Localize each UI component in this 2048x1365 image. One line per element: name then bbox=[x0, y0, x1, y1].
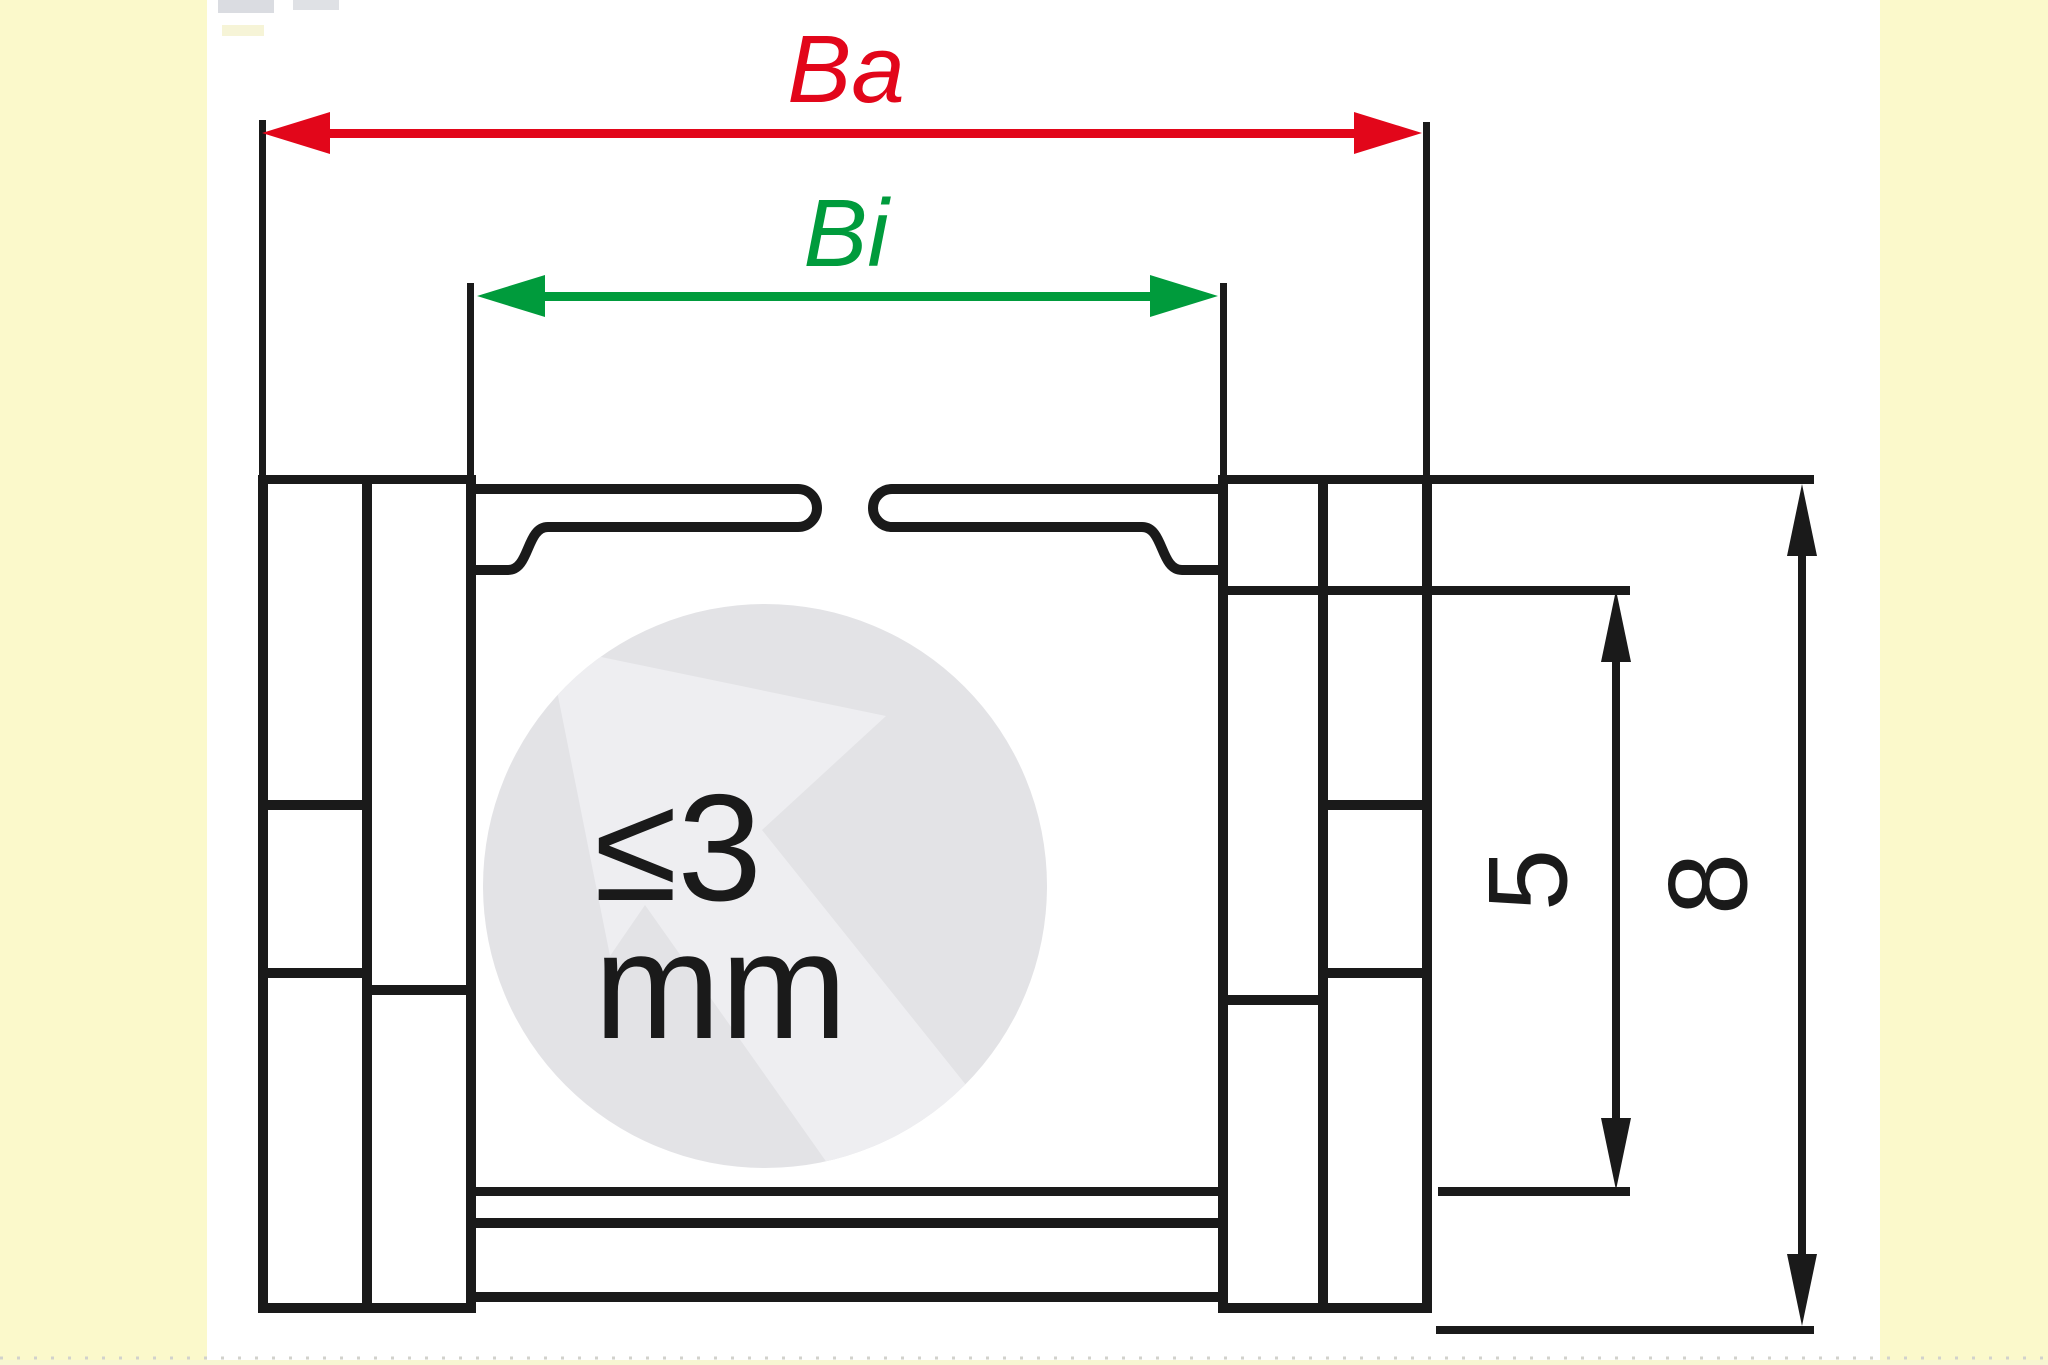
dim-line-ba bbox=[326, 129, 1358, 138]
ext-line-outer-right bbox=[1423, 122, 1430, 475]
right-inner-cell-divider bbox=[1228, 995, 1318, 1005]
ext-line-inner-bottom bbox=[1438, 1187, 1630, 1196]
arrowhead-left-icon bbox=[477, 275, 545, 317]
right-plate-divider bbox=[1318, 475, 1328, 1313]
ext-line-outer-bottom bbox=[1436, 1326, 1814, 1334]
dim-outer-height: 8 bbox=[1646, 484, 1817, 1326]
left-outer-cell-divider-2 bbox=[268, 968, 362, 978]
label-5: 5 bbox=[1466, 849, 1591, 911]
watermark-arrow-icon bbox=[548, 646, 1010, 1168]
right-bracket-division-and-ext bbox=[1218, 586, 1630, 595]
arrowhead-down-icon bbox=[1601, 1118, 1631, 1190]
left-outer-plate-outer-edge bbox=[258, 475, 268, 1313]
label-ba: Ba bbox=[787, 16, 904, 123]
bottom-crossbar-top-line bbox=[476, 1187, 1218, 1196]
top-edge-artifacts bbox=[218, 0, 339, 36]
top-crossbar-right-tongue bbox=[868, 484, 1220, 575]
dim-outer-width: Ba bbox=[262, 16, 1422, 154]
arrowhead-up-icon bbox=[1601, 590, 1631, 662]
artifact-mark bbox=[218, 0, 274, 13]
dim-inner-width: Bi bbox=[477, 180, 1218, 317]
right-outer-cell-divider-1 bbox=[1328, 800, 1422, 810]
right-outer-cell-divider-2 bbox=[1328, 968, 1422, 978]
label-bi: Bi bbox=[803, 180, 891, 287]
arrowhead-left-icon bbox=[262, 112, 330, 154]
left-side-band bbox=[0, 0, 207, 1365]
artifact-mark bbox=[222, 25, 264, 36]
left-inner-wall bbox=[466, 475, 476, 1313]
ext-line-inner-left bbox=[467, 283, 474, 475]
ext-line-outer-left bbox=[259, 120, 266, 475]
arrowhead-right-icon bbox=[1354, 112, 1422, 154]
right-bracket-bottom-edge bbox=[1218, 1303, 1432, 1313]
label-8: 8 bbox=[1646, 853, 1771, 915]
left-bracket-top-edge bbox=[258, 475, 476, 484]
arrowhead-up-icon bbox=[1787, 484, 1817, 556]
arrowhead-right-icon bbox=[1150, 275, 1218, 317]
note-line1: ≤3 bbox=[594, 763, 762, 933]
right-side-band bbox=[1880, 0, 2048, 1365]
right-outer-plate-outer-edge bbox=[1422, 475, 1432, 1313]
left-inner-cell-divider bbox=[372, 985, 466, 995]
artifact-mark bbox=[293, 0, 339, 10]
arrowhead-down-icon bbox=[1787, 1254, 1817, 1326]
bottom-page-edge bbox=[0, 1356, 2048, 1365]
left-plate-divider bbox=[362, 475, 372, 1313]
bottom-crossbar-second-line bbox=[476, 1218, 1218, 1228]
top-crossbar-left-tongue bbox=[474, 484, 822, 575]
bottom-crossbar-underside bbox=[476, 1292, 1218, 1302]
right-bracket-top-edge-and-ext bbox=[1218, 475, 1814, 484]
chain-profile bbox=[258, 475, 1814, 1313]
note-line2: mm bbox=[594, 901, 847, 1071]
left-outer-cell-divider-1 bbox=[268, 800, 362, 810]
bottom-edge-strip bbox=[0, 1360, 2048, 1365]
left-bracket-bottom-edge bbox=[258, 1303, 476, 1313]
watermark bbox=[483, 604, 1047, 1168]
dim-line-5 bbox=[1612, 655, 1620, 1135]
dim-line-bi bbox=[540, 292, 1155, 301]
dim-line-8 bbox=[1798, 550, 1806, 1260]
extension-lines bbox=[259, 120, 1814, 1334]
center-note: ≤3 mm bbox=[594, 763, 847, 1071]
right-inner-wall bbox=[1218, 475, 1228, 1313]
ext-line-inner-right bbox=[1220, 283, 1227, 475]
dim-inner-height: 5 bbox=[1466, 590, 1631, 1190]
